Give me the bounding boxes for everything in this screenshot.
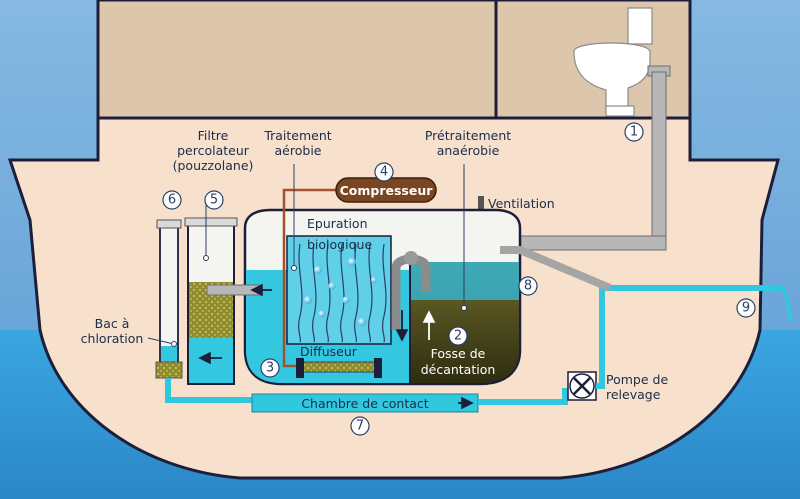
filter-label-line2: percolateur (177, 143, 250, 158)
marker-9: 9 (736, 298, 756, 318)
discharge-jet (780, 285, 792, 323)
ventilation-label: Ventilation (488, 196, 555, 211)
epuration-label-line1: Epuration (307, 216, 368, 231)
overboard-pipe (596, 285, 782, 389)
anaerobic-label-line1: Prétraitement (425, 128, 511, 143)
filter-label-line1: Filtre (198, 128, 229, 143)
toilet-icon (573, 7, 653, 117)
diffuser (296, 358, 382, 378)
chlorination-label-line2: chloration (81, 331, 144, 346)
svg-text:7: 7 (356, 419, 364, 434)
marker-3: 3 (260, 358, 280, 378)
marker-8: 8 (518, 276, 538, 296)
aerobic-label-line1: Traitement (263, 128, 331, 143)
marker-1: 1 (624, 122, 644, 142)
marker-2: 2 (448, 326, 468, 346)
air-line (282, 188, 338, 368)
anaerobic-label-line2: anaérobie (437, 143, 500, 158)
pump-label-line2: relevage (606, 387, 661, 402)
contact-outlet (165, 378, 252, 403)
svg-text:3: 3 (266, 361, 274, 376)
filter-label-line3: (pouzzolane) (173, 158, 254, 173)
marker-6: 6 (162, 190, 182, 210)
svg-text:1: 1 (630, 125, 638, 140)
chlorination-label-line1: Bac à (95, 316, 130, 331)
marker-7: 7 (350, 416, 370, 436)
marker-5: 5 (204, 190, 224, 210)
aerobic-label-line2: aérobie (275, 143, 322, 158)
air-bubbles (304, 258, 377, 326)
diffuser-label: Diffuseur (300, 344, 358, 359)
settling-label-line1: Fosse de (431, 346, 486, 361)
contact-chamber-label: Chambre de contact (301, 396, 428, 411)
svg-text:8: 8 (524, 279, 532, 294)
svg-text:5: 5 (210, 193, 218, 208)
settling-label-line2: décantation (421, 362, 496, 377)
pump-label-line1: Pompe de (606, 372, 668, 387)
svg-text:2: 2 (454, 329, 462, 344)
epuration-label-line2: biologique (307, 237, 372, 252)
lift-pump (567, 371, 597, 401)
svg-text:6: 6 (168, 193, 176, 208)
svg-text:4: 4 (380, 165, 388, 180)
marker-4: 4 (374, 162, 394, 182)
svg-text:9: 9 (742, 301, 750, 316)
compressor-label: Compresseur (340, 183, 434, 198)
media-waves (297, 243, 387, 343)
biological-media (286, 235, 392, 345)
